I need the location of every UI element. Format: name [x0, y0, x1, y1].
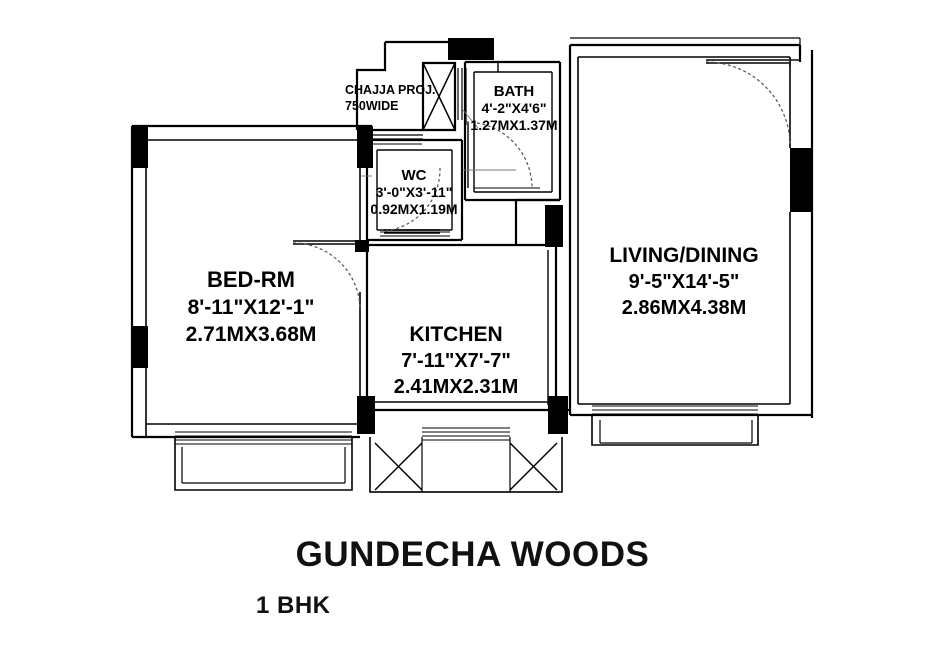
column-wc-nw	[357, 126, 373, 168]
unit-type-label: 1 BHK	[256, 592, 331, 619]
doors	[292, 59, 791, 311]
column-bedroom-w	[132, 326, 148, 368]
door-bedroom	[292, 240, 361, 311]
column-top-bath	[448, 38, 494, 60]
door-main-entry	[705, 59, 791, 147]
room-labels: BED-RM 8'-11"X12'-1" 2.71MX3.68M LIVING/…	[186, 83, 759, 398]
room-label-bedroom: BED-RM 8'-11"X12'-1" 2.71MX3.68M	[186, 267, 317, 346]
kitchen-name: KITCHEN	[409, 323, 502, 346]
room-label-wc: WC 3'-0"X3'-11" 0.92MX1.19M	[370, 167, 457, 217]
door-bath	[464, 121, 533, 189]
column-living-e	[790, 148, 812, 212]
living-dining-dim-imperial: 9'-5"X14'-5"	[629, 271, 740, 293]
leader-lines	[361, 109, 516, 177]
kitchen-dim-metric: 2.41MX2.31M	[394, 376, 519, 398]
living-dining-name: LIVING/DINING	[609, 244, 758, 267]
annotation-chajja: CHAJJA PROJ. 750WIDE	[345, 83, 436, 113]
bedroom-name: BED-RM	[207, 267, 295, 292]
bath-dim-imperial: 4'-2"X4'6"	[481, 100, 546, 116]
room-label-bath: BATH 4'-2"X4'6" 1.27MX1.37M	[470, 83, 557, 133]
kitchen-dim-imperial: 7'-11"X7'-7"	[401, 350, 511, 372]
room-label-kitchen: KITCHEN 7'-11"X7'-7" 2.41MX2.31M	[394, 323, 519, 398]
chajja-note-line1: CHAJJA PROJ.	[345, 83, 436, 97]
structural-columns	[132, 38, 812, 434]
room-label-living-dining: LIVING/DINING 9'-5"X14'-5" 2.86MX4.38M	[609, 244, 758, 319]
wc-name: WC	[402, 167, 427, 184]
column-bedroom-nw	[132, 126, 148, 168]
column-kitchen-nw-small	[355, 240, 369, 252]
column-bath-sw	[545, 205, 563, 247]
grille-hatching	[374, 62, 558, 491]
wc-dim-metric: 0.92MX1.19M	[370, 201, 457, 217]
column-kitchen-sw	[357, 396, 375, 434]
bath-name: BATH	[494, 83, 535, 100]
wc-dim-imperial: 3'-0"X3'-11"	[376, 184, 453, 200]
bath-dim-metric: 1.27MX1.37M	[470, 117, 557, 133]
balcony-projections	[174, 143, 759, 493]
wall-outlines	[130, 37, 814, 439]
living-dining-dim-metric: 2.86MX4.38M	[622, 297, 747, 319]
chajja-note-line2: 750WIDE	[345, 99, 399, 113]
door-wc	[383, 167, 441, 234]
column-kitchen-se	[548, 396, 568, 434]
bedroom-dim-metric: 2.71MX3.68M	[186, 323, 317, 346]
bedroom-dim-imperial: 8'-11"X12'-1"	[188, 296, 315, 319]
